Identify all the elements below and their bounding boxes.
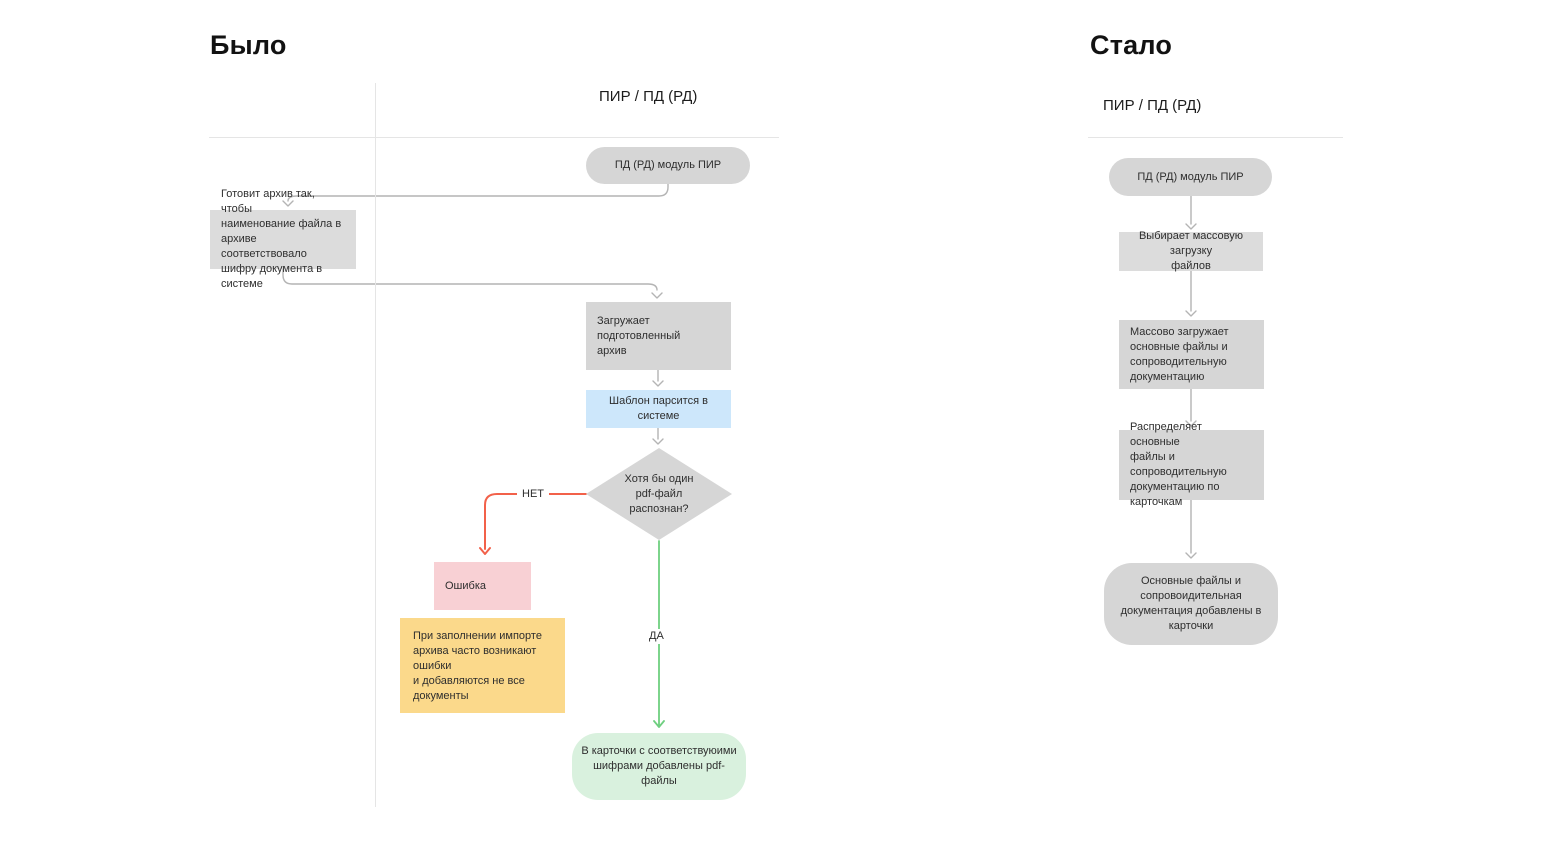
node-choose-mass-upload[interactable]: Выбирает массовую загрузку файлов [1119,230,1263,272]
lane-header-rule-before [209,137,779,138]
node-decision-pdf-recognized[interactable]: Хотя бы один pdf-файл распознан? [586,448,732,540]
sticky-note-import-errors[interactable]: При заполнении импорте архива часто возн… [400,618,565,713]
node-distribute-files[interactable]: Распределяет основные файлы и сопроводит… [1119,421,1264,508]
lane-divider-line [375,83,376,807]
node-done-after[interactable]: Основные файлы и сопровоидительная докум… [1104,563,1278,645]
edge-start-to-choose [1185,195,1197,230]
title-before: Было [210,30,287,60]
title-after: Стало [1090,30,1173,60]
edge-choose-to-massupload [1185,270,1197,317]
edge-label-yes: ДА [644,629,669,644]
node-mass-upload-files[interactable]: Массово загружает основные файлы и сопро… [1119,320,1264,389]
lane-header-rule-after [1088,137,1343,138]
node-error[interactable]: Ошибка [434,562,531,610]
edge-upload-to-parse [652,369,664,387]
edge-decision-no-to-error [479,493,587,555]
edge-label-no: НЕТ [517,487,549,502]
node-upload-archive[interactable]: Загружает подготовленный архив [586,302,731,370]
node-success-before[interactable]: В карточки с соответствуюими шифрами доб… [572,733,746,800]
node-start-before[interactable]: ПД (РД) модуль ПИР [586,147,750,184]
node-start-after[interactable]: ПД (РД) модуль ПИР [1109,158,1272,196]
lane-header-before: ПИР / ПД (РД) [599,88,698,105]
node-prepare-archive[interactable]: Готовит архив так, чтобы наименование фа… [210,188,356,290]
node-template-parsed[interactable]: Шаблон парсится в системе [586,390,731,428]
lane-header-after: ПИР / ПД (РД) [1103,97,1202,114]
edge-parse-to-decision [652,427,664,445]
